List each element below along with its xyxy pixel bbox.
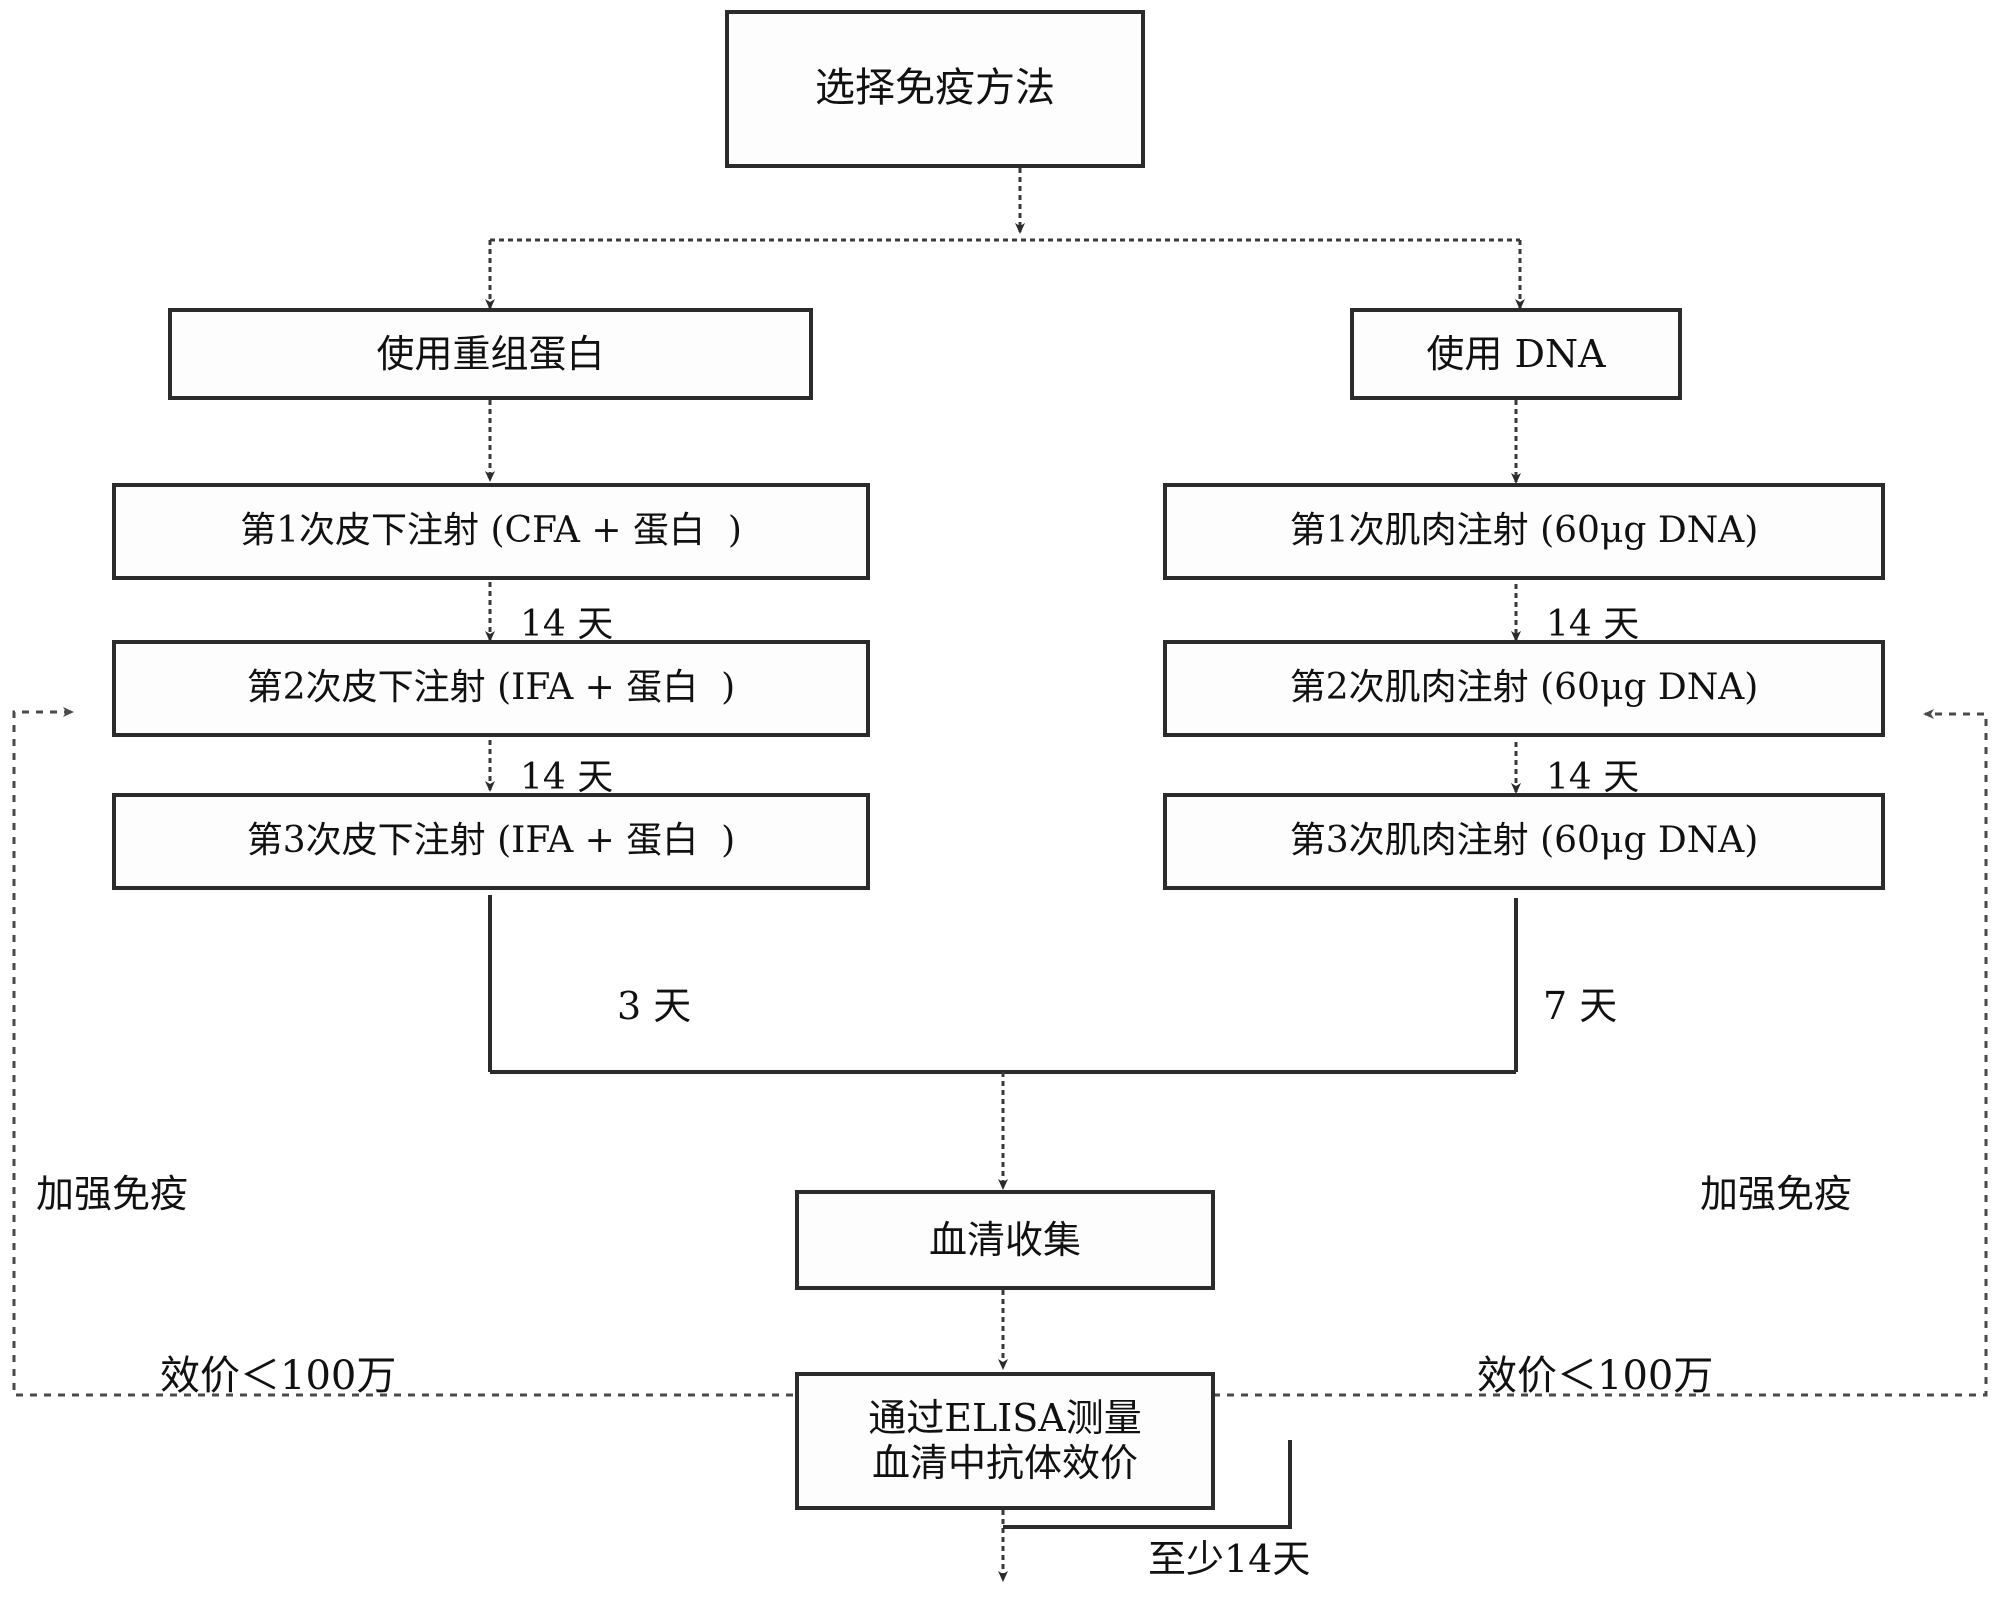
- node-elisa-measure[interactable]: 通过ELISA测量 血清中抗体效价: [795, 1372, 1215, 1510]
- node-left-injection-2-label: 第2次皮下注射 (IFA + 蛋白 ): [246, 667, 736, 709]
- node-left-injection-3[interactable]: 第3次皮下注射 (IFA + 蛋白 ): [112, 793, 870, 890]
- node-elisa-measure-line-2: 血清中抗体效价: [871, 1441, 1138, 1485]
- node-use-recombinant-protein-label: 使用重组蛋白: [376, 331, 605, 376]
- node-left-injection-1-label: 第1次皮下注射 (CFA + 蛋白 ): [240, 510, 742, 552]
- node-right-injection-1[interactable]: 第1次肌肉注射 (60μg DNA): [1163, 483, 1885, 580]
- node-right-injection-3[interactable]: 第3次肌肉注射 (60μg DNA): [1163, 793, 1885, 890]
- edge-label-at-least-14-days: 至少14天: [1148, 1537, 1311, 1581]
- feedback-label-right-boost: 加强免疫: [1700, 1172, 1853, 1216]
- node-use-recombinant-protein[interactable]: 使用重组蛋白: [168, 308, 813, 400]
- feedback-label-left-boost: 加强免疫: [36, 1172, 189, 1216]
- edge-label-left-14d-2: 14 天: [520, 757, 614, 798]
- node-right-injection-2[interactable]: 第2次肌肉注射 (60μg DNA): [1163, 640, 1885, 737]
- node-left-injection-1[interactable]: 第1次皮下注射 (CFA + 蛋白 ): [112, 483, 870, 580]
- node-serum-collection-label: 血清收集: [928, 1217, 1081, 1262]
- edge-label-right-14d-2: 14 天: [1546, 757, 1640, 798]
- node-left-injection-3-label: 第3次皮下注射 (IFA + 蛋白 ): [246, 820, 736, 862]
- node-use-dna[interactable]: 使用 DNA: [1350, 308, 1682, 400]
- node-right-injection-2-label: 第2次肌肉注射 (60μg DNA): [1289, 667, 1759, 709]
- node-left-injection-2[interactable]: 第2次皮下注射 (IFA + 蛋白 ): [112, 640, 870, 737]
- node-serum-collection[interactable]: 血清收集: [795, 1190, 1215, 1290]
- feedback-label-right-titer: 效价＜100万: [1477, 1353, 1714, 1399]
- node-start[interactable]: 选择免疫方法: [725, 10, 1145, 168]
- edge-label-right-14d-1: 14 天: [1546, 604, 1640, 645]
- edge-label-left-14d-1: 14 天: [520, 604, 614, 645]
- edge-label-left-3d: 3 天: [617, 984, 692, 1028]
- node-right-injection-3-label: 第3次肌肉注射 (60μg DNA): [1289, 820, 1759, 862]
- edge-label-right-7d: 7 天: [1543, 984, 1618, 1028]
- feedback-label-left-titer: 效价＜100万: [160, 1353, 397, 1399]
- node-use-dna-label: 使用 DNA: [1426, 331, 1606, 376]
- node-elisa-measure-line-1: 通过ELISA测量: [868, 1396, 1142, 1441]
- node-right-injection-1-label: 第1次肌肉注射 (60μg DNA): [1289, 510, 1759, 552]
- node-start-label: 选择免疫方法: [815, 65, 1055, 112]
